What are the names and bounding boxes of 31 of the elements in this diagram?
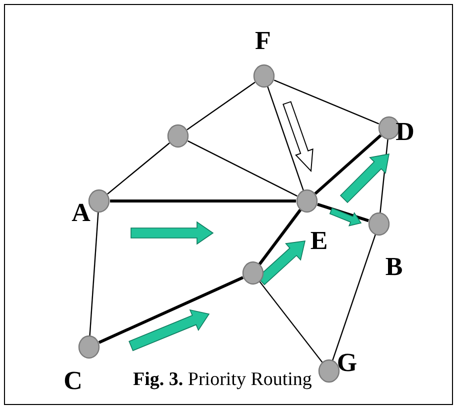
link-line [259, 281, 323, 363]
link-line [332, 234, 376, 361]
link-line [107, 142, 170, 194]
direction-arrow [329, 208, 362, 226]
network-node [368, 212, 390, 236]
link-line [258, 208, 302, 266]
direction-arrow [340, 154, 390, 204]
figure-caption: Fig. 3. Priority Routing [133, 369, 312, 391]
network-node [318, 359, 340, 383]
node-label: A [72, 200, 90, 226]
node-label: E [310, 228, 328, 254]
network-node [167, 124, 189, 148]
node-label: D [396, 119, 414, 145]
link-line [267, 86, 304, 191]
link-line [89, 212, 99, 336]
network-node [296, 189, 318, 213]
link-line [314, 134, 382, 195]
link-line [317, 202, 369, 222]
link-line [110, 200, 296, 202]
link-line [274, 80, 380, 124]
node-label: C [64, 368, 82, 394]
link-line [98, 276, 244, 344]
node-label: G [336, 350, 358, 376]
network-node [242, 261, 264, 285]
network-node [78, 335, 100, 359]
direction-arrow [282, 101, 314, 172]
node-label: B [385, 254, 403, 280]
link-line [188, 140, 298, 197]
network-node [253, 64, 275, 88]
node-label: F [255, 28, 271, 54]
link-line [186, 82, 256, 130]
